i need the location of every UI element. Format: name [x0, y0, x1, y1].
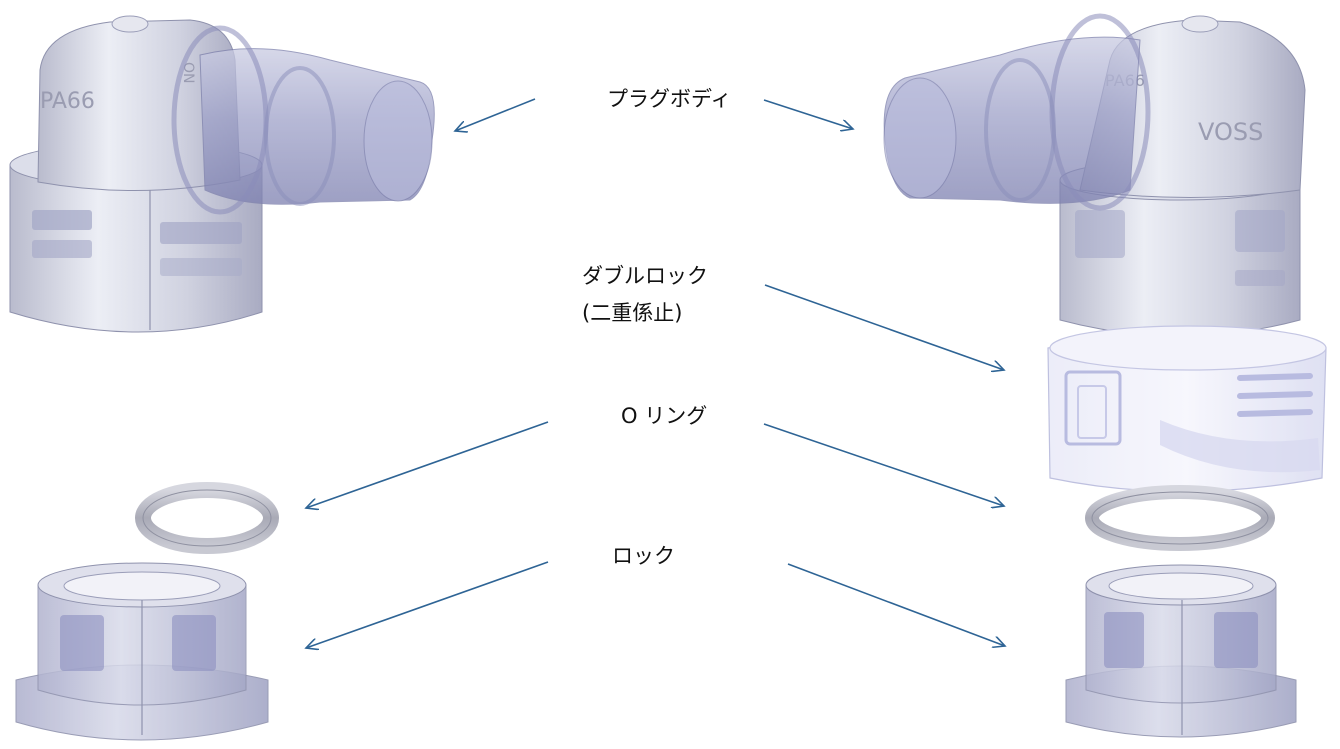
arrow-double-lock: [764, 284, 1004, 370]
arrow-o-ring-right: [763, 423, 1004, 506]
left-plug-body-illustration: PA66 ON: [9, 15, 435, 333]
arrow-plug-left: [455, 98, 536, 131]
left-lock-illustration: [15, 562, 269, 741]
callout-arrows: [306, 98, 1005, 648]
right-plug-body-illustration: VOSS PA66: [883, 13, 1306, 337]
double-lock-illustration: [1047, 325, 1327, 493]
arrow-lock-left: [306, 561, 549, 648]
label-lock: ロック: [612, 544, 675, 568]
arrow-lock-right: [787, 563, 1005, 646]
label-double-lock-subtitle: (二重係止): [582, 301, 683, 325]
right-lock-illustration: [1065, 564, 1297, 738]
arrow-o-ring-left: [306, 421, 549, 508]
label-o-ring: O リング: [621, 404, 708, 428]
right-o-ring-illustration: [1085, 485, 1275, 551]
arrow-plug-right: [763, 99, 853, 129]
right-plug-marking: VOSS: [1198, 118, 1263, 146]
left-o-ring-illustration: [135, 482, 279, 554]
left-plug-marking: PA66: [40, 89, 95, 114]
label-double-lock: ダブルロック: [582, 264, 708, 288]
label-plug-body: プラグボディ: [607, 87, 732, 111]
